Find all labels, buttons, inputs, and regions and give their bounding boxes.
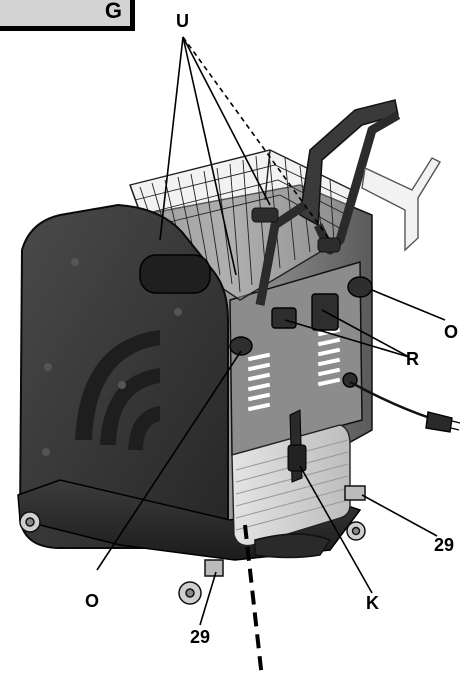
callout-label-o-right: O (444, 322, 459, 342)
callout-label-r: R (406, 349, 419, 369)
callout-label-u: U (176, 11, 189, 31)
callout-leaders (96, 36, 446, 678)
vent-slots-right (317, 327, 341, 387)
section-badge: G (0, 0, 132, 28)
basket-hanger (361, 157, 441, 252)
castor-wheels (19, 485, 366, 605)
callout-label-29-right: 29 (434, 535, 455, 555)
side-panel (18, 203, 229, 549)
oil-drain-tank (231, 409, 351, 547)
section-badge-label: G (104, 0, 122, 23)
callout-label-o-left: O (85, 591, 100, 611)
vent-slots-left (247, 352, 271, 412)
callout-label-k: K (366, 593, 379, 613)
callout-label-29-left: 29 (190, 627, 211, 647)
connectors (229, 276, 461, 433)
